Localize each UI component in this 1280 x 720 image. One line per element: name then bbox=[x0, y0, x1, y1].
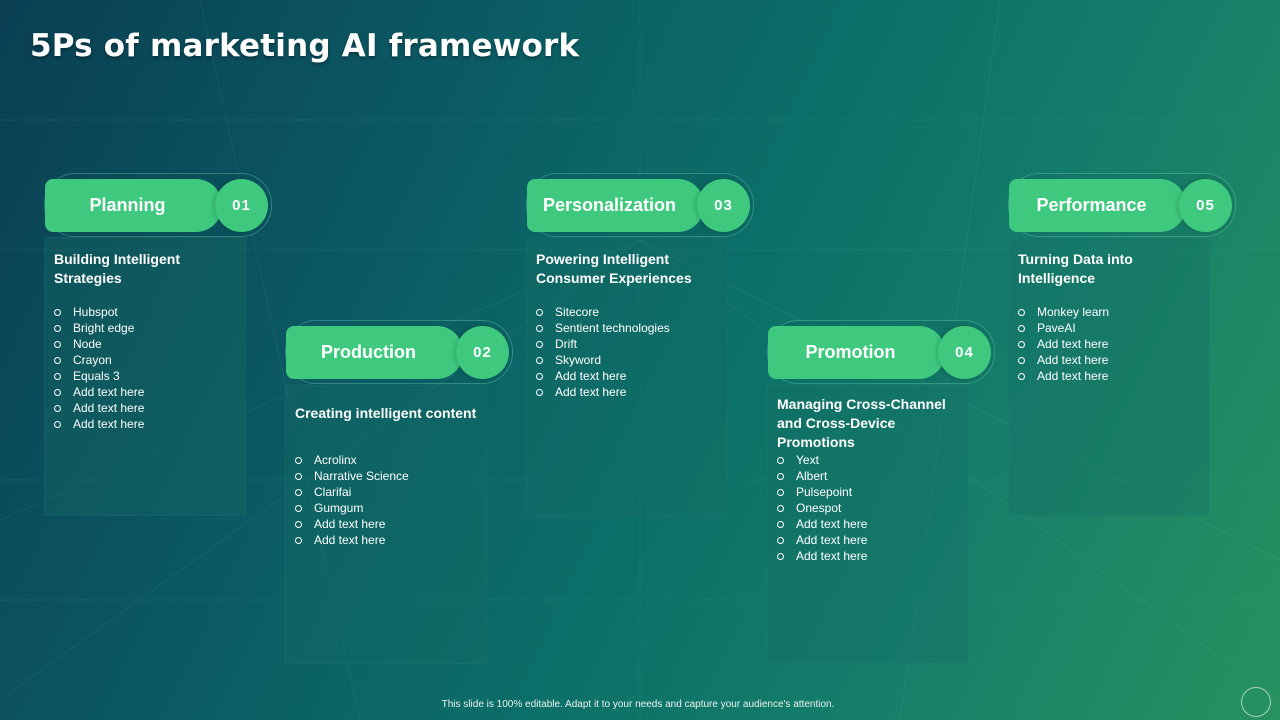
list-item: PaveAI bbox=[1018, 320, 1109, 336]
bullet-icon bbox=[777, 520, 784, 528]
promotion-panel bbox=[767, 385, 969, 664]
bullet-icon bbox=[777, 504, 784, 512]
list-item: Sentient technologies bbox=[536, 320, 670, 336]
list-item: Drift bbox=[536, 336, 670, 352]
promotion-pill: Promotion bbox=[768, 326, 945, 379]
list-item: Monkey learn bbox=[1018, 304, 1109, 320]
list-item: Add text here bbox=[54, 416, 144, 432]
list-item: Pulsepoint bbox=[777, 484, 867, 500]
bullet-icon bbox=[54, 356, 61, 364]
list-item: Bright edge bbox=[54, 320, 144, 336]
personalization-panel bbox=[526, 237, 728, 516]
production-panel bbox=[285, 385, 487, 664]
bullet-icon bbox=[54, 404, 61, 412]
bullet-icon bbox=[54, 340, 61, 348]
list-item: Add text here bbox=[777, 532, 867, 548]
bullet-icon bbox=[536, 356, 543, 364]
bullet-icon bbox=[536, 340, 543, 348]
production-heading: Creating intelligent content bbox=[295, 405, 477, 421]
planning-list: Hubspot Bright edge Node Crayon Equals 3… bbox=[54, 304, 144, 432]
list-item: Sitecore bbox=[536, 304, 670, 320]
promotion-pill-group: Promotion 04 bbox=[767, 320, 995, 384]
list-item: Yext bbox=[777, 452, 867, 468]
personalization-number-badge: 03 bbox=[697, 179, 750, 232]
page-title: 5Ps of marketing AI framework bbox=[30, 28, 580, 64]
circle-icon bbox=[1241, 687, 1271, 717]
production-number-badge: 02 bbox=[456, 326, 509, 379]
bullet-icon bbox=[777, 472, 784, 480]
bullet-icon bbox=[1018, 308, 1025, 316]
performance-heading: Turning Data into Intelligence bbox=[1018, 251, 1133, 286]
list-item: Crayon bbox=[54, 352, 144, 368]
promotion-number-badge: 04 bbox=[938, 326, 991, 379]
planning-pill: Planning bbox=[45, 179, 222, 232]
list-item: Add text here bbox=[536, 368, 670, 384]
bullet-icon bbox=[54, 420, 61, 428]
performance-panel bbox=[1008, 237, 1210, 516]
planning-pill-group: Planning 01 bbox=[44, 173, 272, 237]
production-pill-group: Production 02 bbox=[285, 320, 513, 384]
production-pill: Production bbox=[286, 326, 463, 379]
bullet-icon bbox=[1018, 356, 1025, 364]
bullet-icon bbox=[295, 520, 302, 528]
list-item: Narrative Science bbox=[295, 468, 409, 484]
bullet-icon bbox=[536, 388, 543, 396]
bullet-icon bbox=[54, 388, 61, 396]
list-item: Add text here bbox=[54, 384, 144, 400]
planning-number-badge: 01 bbox=[215, 179, 268, 232]
list-item: Onespot bbox=[777, 500, 867, 516]
bullet-icon bbox=[54, 324, 61, 332]
bullet-icon bbox=[1018, 340, 1025, 348]
list-item: Add text here bbox=[777, 516, 867, 532]
list-item: Node bbox=[54, 336, 144, 352]
bullet-icon bbox=[536, 308, 543, 316]
personalization-pill-group: Personalization 03 bbox=[526, 173, 754, 237]
performance-pill-group: Performance 05 bbox=[1008, 173, 1236, 237]
performance-number-badge: 05 bbox=[1179, 179, 1232, 232]
list-item: Add text here bbox=[54, 400, 144, 416]
bullet-icon bbox=[295, 488, 302, 496]
promotion-list: Yext Albert Pulsepoint Onespot Add text … bbox=[777, 452, 867, 564]
bullet-icon bbox=[54, 372, 61, 380]
list-item: Hubspot bbox=[54, 304, 144, 320]
bullet-icon bbox=[295, 536, 302, 544]
personalization-pill: Personalization bbox=[527, 179, 704, 232]
bullet-icon bbox=[295, 504, 302, 512]
list-item: Albert bbox=[777, 468, 867, 484]
list-item: Gumgum bbox=[295, 500, 409, 516]
list-item: Skyword bbox=[536, 352, 670, 368]
list-item: Add text here bbox=[1018, 336, 1109, 352]
bullet-icon bbox=[777, 456, 784, 464]
performance-list: Monkey learn PaveAI Add text here Add te… bbox=[1018, 304, 1109, 384]
list-item: Add text here bbox=[777, 548, 867, 564]
bullet-icon bbox=[777, 552, 784, 560]
bullet-icon bbox=[536, 324, 543, 332]
bullet-icon bbox=[1018, 372, 1025, 380]
promotion-heading: Managing Cross-Channel and Cross-Device … bbox=[777, 396, 946, 450]
planning-heading: Building Intelligent Strategies bbox=[54, 251, 180, 286]
list-item: Add text here bbox=[295, 516, 409, 532]
bullet-icon bbox=[295, 472, 302, 480]
production-list: Acrolinx Narrative Science Clarifai Gumg… bbox=[295, 452, 409, 548]
bullet-icon bbox=[777, 536, 784, 544]
footer-note: This slide is 100% editable. Adapt it to… bbox=[441, 699, 835, 710]
bullet-icon bbox=[777, 488, 784, 496]
list-item: Add text here bbox=[1018, 352, 1109, 368]
list-item: Add text here bbox=[295, 532, 409, 548]
bullet-icon bbox=[536, 372, 543, 380]
performance-pill: Performance bbox=[1009, 179, 1186, 232]
list-item: Equals 3 bbox=[54, 368, 144, 384]
bullet-icon bbox=[1018, 324, 1025, 332]
bullet-icon bbox=[295, 456, 302, 464]
bullet-icon bbox=[54, 308, 61, 316]
list-item: Acrolinx bbox=[295, 452, 409, 468]
list-item: Clarifai bbox=[295, 484, 409, 500]
list-item: Add text here bbox=[536, 384, 670, 400]
personalization-heading: Powering Intelligent Consumer Experience… bbox=[536, 251, 692, 286]
personalization-list: Sitecore Sentient technologies Drift Sky… bbox=[536, 304, 670, 400]
list-item: Add text here bbox=[1018, 368, 1109, 384]
planning-panel bbox=[44, 237, 246, 516]
